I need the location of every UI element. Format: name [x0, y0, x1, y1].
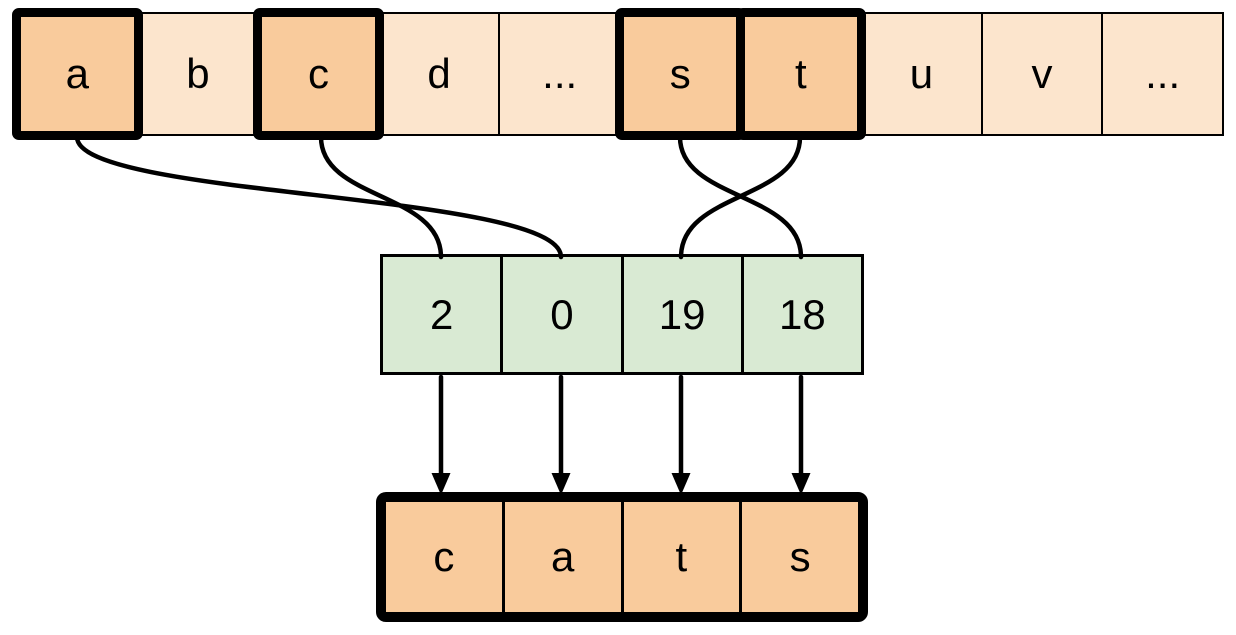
output-cell-t: t — [623, 502, 743, 612]
alphabet-cell-label: ... — [1145, 50, 1181, 97]
index-cell-label: 18 — [779, 290, 826, 338]
alphabet-cell-label: c — [307, 50, 329, 97]
alphabet-cell-label: s — [669, 50, 691, 97]
curve-c-to-index-2 — [318, 134, 444, 260]
output-cell-label: a — [550, 533, 575, 580]
index-row: 2 0 19 18 — [380, 254, 864, 375]
alphabet-cell-label: d — [427, 50, 451, 97]
index-cell-0: 0 — [503, 257, 624, 372]
alphabet-cell-ellipsis-2: ... — [1103, 14, 1222, 134]
index-cell-label: 19 — [658, 290, 706, 338]
index-cell-19: 19 — [623, 257, 744, 372]
alphabet-cell-label: t — [795, 50, 807, 97]
output-cell-label: s — [789, 533, 811, 580]
alphabet-cell-ellipsis-1: ... — [500, 14, 621, 134]
curve-a-to-index-0 — [74, 134, 564, 260]
alphabet-cell-t: t — [735, 8, 866, 140]
output-cell-a: a — [504, 502, 624, 612]
output-row: c a t s — [376, 492, 868, 622]
alphabet-cell-s: s — [614, 8, 746, 140]
alphabet-row: a b c d ... s t u v ... — [12, 8, 1224, 140]
alphabet-cell-label: v — [1031, 50, 1053, 97]
curve-s-to-index-18 — [677, 134, 804, 260]
alphabet-cell-b: b — [139, 14, 260, 134]
alphabet-cell-label: b — [186, 50, 210, 97]
alphabet-cell-v: v — [983, 14, 1104, 134]
index-cell-2: 2 — [383, 257, 504, 372]
output-cell-label: t — [675, 533, 688, 580]
index-cell-label: 0 — [550, 290, 574, 338]
alphabet-cell-a: a — [12, 8, 143, 140]
index-cell-18: 18 — [743, 257, 861, 372]
curve-t-to-index-19 — [678, 134, 803, 260]
index-cell-label: 2 — [429, 290, 454, 338]
alphabet-cell-u: u — [862, 14, 983, 134]
alphabet-cell-d: d — [380, 14, 501, 134]
alphabet-cell-label: u — [909, 50, 934, 97]
alphabet-cell-label: a — [65, 50, 89, 97]
output-cell-label: c — [433, 533, 455, 580]
output-cell-s: s — [742, 502, 858, 612]
alphabet-cell-c: c — [253, 8, 384, 140]
output-cell-c: c — [386, 502, 505, 612]
alphabet-cell-label: ... — [542, 50, 578, 97]
